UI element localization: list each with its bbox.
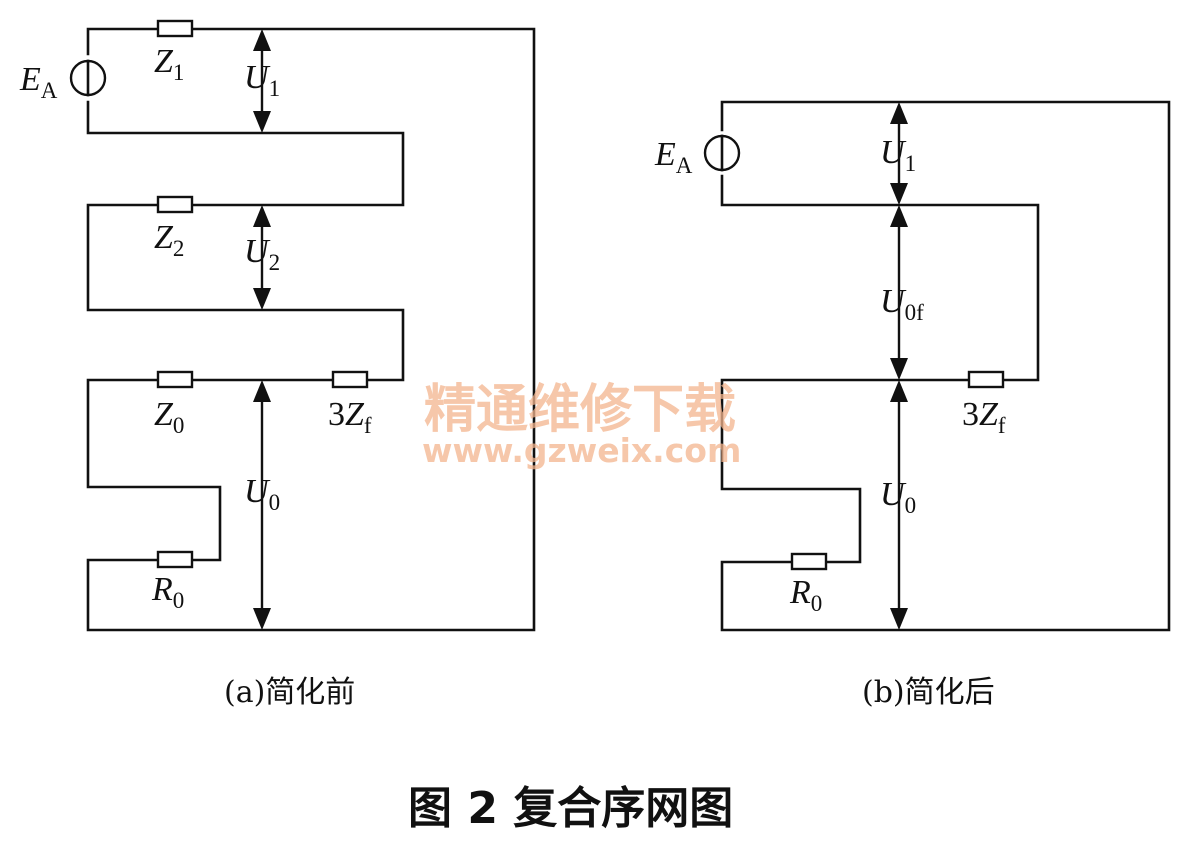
label-ea: EA: [19, 61, 58, 103]
label-u1: U1: [880, 134, 916, 176]
label-u0: U0: [880, 476, 916, 518]
resistor-r0: [156, 550, 194, 569]
arrow-u2: [253, 205, 271, 310]
label-u0f: U0f: [880, 283, 924, 325]
label-3zf: 3Zf: [962, 396, 1006, 438]
arrow-u0: [253, 380, 271, 630]
arrow-u1: [253, 29, 271, 133]
diagram-b: EA U1 U0f 3Zf U0 R0 (b)简化后: [654, 100, 1171, 710]
figure-title: 图 2 复合序网图: [408, 783, 733, 834]
watermark-line1: 精通维修下载: [424, 380, 736, 440]
resistor-z0: [156, 370, 194, 389]
label-u1: U1: [244, 59, 280, 101]
label-ea: EA: [654, 136, 693, 178]
arrow-u0: [890, 380, 908, 630]
arrow-u0f: [890, 205, 908, 380]
diagram-a-wires: [86, 27, 536, 632]
diagram-b-wires: [720, 100, 1171, 632]
label-u2: U2: [244, 233, 280, 275]
label-z0: Z0: [154, 396, 184, 438]
arrow-u1: [890, 102, 908, 205]
label-z2: Z2: [154, 219, 184, 261]
label-r0: R0: [151, 571, 184, 613]
watermark: 精通维修下载 www.gzweix.com: [422, 380, 741, 470]
label-z1: Z1: [154, 43, 184, 85]
label-r0: R0: [789, 574, 822, 616]
resistor-r0: [790, 552, 828, 571]
resistor-3zf: [331, 370, 369, 389]
diagram-a: EA Z1 U1 Z2 U2 Z0 3Zf U0 R0 (a)简化前: [19, 19, 536, 710]
caption-b: (b)简化后: [862, 675, 995, 710]
label-u0: U0: [244, 473, 280, 515]
label-3zf: 3Zf: [328, 396, 372, 438]
watermark-line2: www.gzweix.com: [422, 431, 741, 470]
resistor-z2: [156, 195, 194, 214]
resistor-z1: [156, 19, 194, 38]
resistor-3zf: [967, 370, 1005, 389]
caption-a: (a)简化前: [224, 675, 355, 710]
